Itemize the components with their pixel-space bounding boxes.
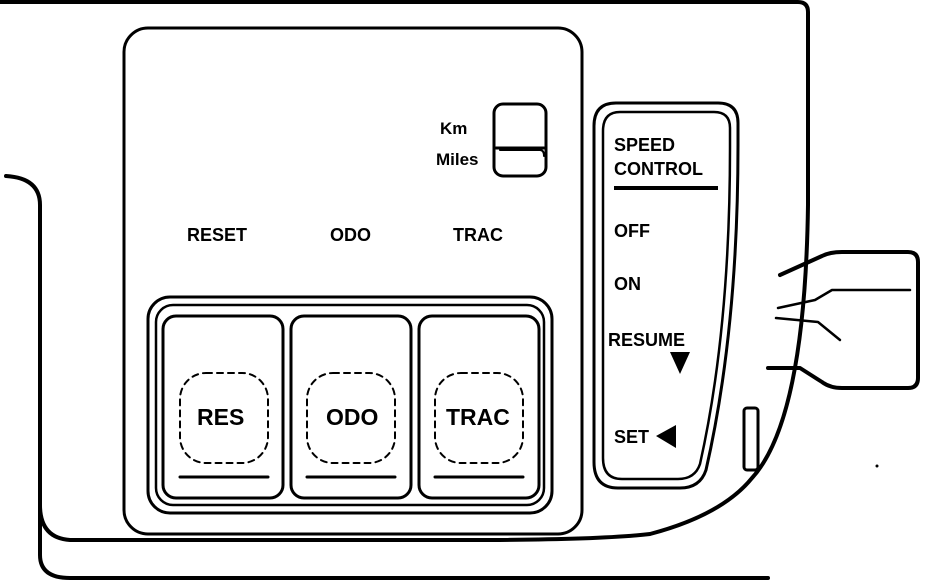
- speed-control-title-line1: SPEED: [614, 135, 676, 155]
- odo-label: ODO: [330, 225, 372, 245]
- housing-side-tab: [742, 406, 760, 472]
- speed-control-resume: RESUME: [608, 330, 686, 350]
- reset-label: RESET: [187, 225, 248, 245]
- trac-button-label-zone: [434, 372, 524, 464]
- switch-panel: [122, 26, 584, 536]
- speed-control-plate-outer: [592, 101, 740, 490]
- speed-control-lever-shading: [776, 288, 912, 310]
- speed-control-title-line2: CONTROL: [614, 159, 703, 179]
- odo-button-frame[interactable]: [289, 314, 413, 500]
- dashboard-base-ledge: [38, 503, 732, 580]
- unit-label-km: Km: [440, 119, 468, 138]
- set-left-arrow-icon: [656, 425, 676, 448]
- resume-down-arrow-icon: [670, 352, 690, 374]
- res-button-frame[interactable]: [161, 314, 285, 500]
- res-button-label-zone: [179, 372, 269, 464]
- trac-button-frame[interactable]: [417, 314, 541, 500]
- unit-label-miles: Miles: [436, 150, 479, 169]
- res-button-text[interactable]: RES: [197, 404, 245, 430]
- speed-control-lever[interactable]: [766, 250, 920, 390]
- speed-control-plate-inner: [601, 110, 732, 481]
- speed-control-lever-shading-lower: [774, 316, 842, 342]
- speed-control-set: SET: [614, 427, 650, 447]
- odo-button-text[interactable]: ODO: [326, 404, 379, 430]
- unit-switch-knob: [499, 149, 545, 157]
- dashboard-housing-outline: [0, 0, 810, 542]
- odo-button-label-zone: [306, 372, 396, 464]
- button-bank-bezel-inner: [154, 303, 546, 507]
- speck: [875, 464, 879, 468]
- unit-switch-body: [492, 102, 548, 178]
- button-bank-bezel-outer: [146, 295, 554, 515]
- speed-control-on: ON: [614, 274, 641, 294]
- speed-control-off: OFF: [614, 221, 650, 241]
- trac-button-text[interactable]: TRAC: [446, 404, 510, 430]
- trac-label: TRAC: [453, 225, 503, 245]
